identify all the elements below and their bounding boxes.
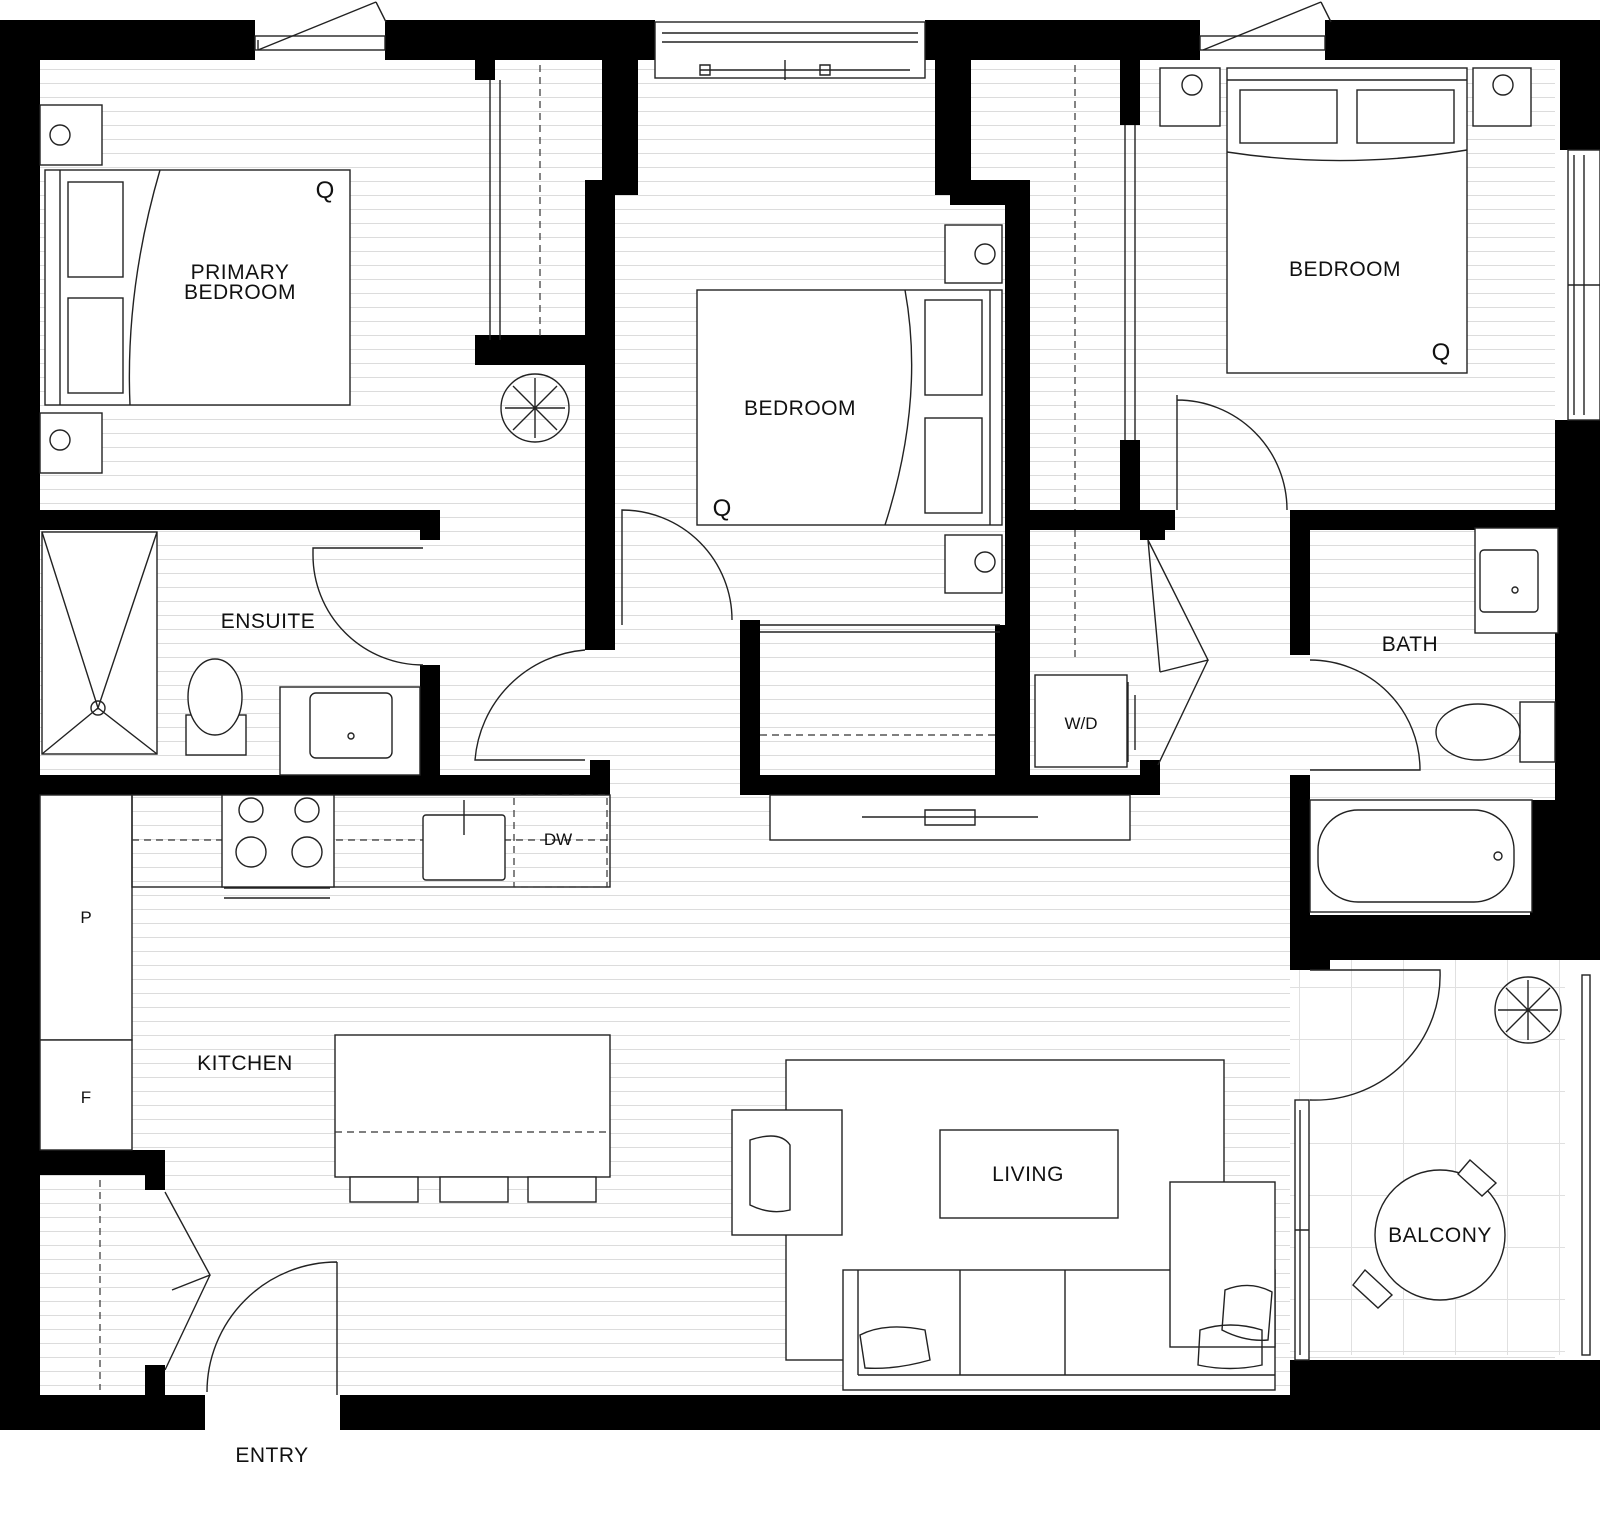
toilet xyxy=(187,658,243,736)
primary-closet-slider xyxy=(489,80,501,340)
fridge xyxy=(39,1039,133,1151)
coffee-table xyxy=(939,1129,1119,1219)
queen-bed-mark: Q xyxy=(1432,339,1451,366)
bedroom-hall-door[interactable] xyxy=(474,649,586,761)
doors xyxy=(99,65,1441,1395)
vanity xyxy=(1474,527,1559,634)
nightstand xyxy=(944,534,1003,594)
right-bedroom-furniture xyxy=(1159,67,1532,374)
balcony-furniture xyxy=(1352,974,1591,1356)
right-closet-slider xyxy=(1124,125,1136,440)
nightstand xyxy=(944,224,1003,284)
bar-stool xyxy=(439,1176,509,1203)
nightstand xyxy=(39,104,103,166)
queen-bed-mark: Q xyxy=(713,495,732,522)
laundry xyxy=(1034,674,1136,768)
ensuite-fixtures xyxy=(41,531,421,776)
vanity xyxy=(279,686,421,776)
pantry-label: P xyxy=(80,908,91,927)
nightstand xyxy=(1472,67,1532,127)
bar-stool xyxy=(527,1176,597,1203)
shower xyxy=(41,531,158,755)
nightstand xyxy=(39,412,103,474)
dishwasher xyxy=(513,794,608,888)
kitchen-fixtures xyxy=(39,794,611,1203)
primary-bedroom-furniture xyxy=(39,104,570,474)
toilet xyxy=(1435,703,1521,761)
washer-dryer-label: W/D xyxy=(1064,714,1097,733)
plant-icon xyxy=(1494,976,1562,1044)
plant-icon xyxy=(500,373,570,443)
bathtub xyxy=(1309,799,1533,913)
right-bedroom-door[interactable] xyxy=(1176,395,1288,511)
dishwasher-label: DW xyxy=(544,830,572,849)
bedroom-door[interactable] xyxy=(621,509,733,625)
kitchen-island xyxy=(334,1034,611,1178)
primary-bedroom-label-line2: BEDROOM xyxy=(184,281,296,304)
windows xyxy=(254,1,1600,1361)
bedroom-right-label: BEDROOM xyxy=(1289,258,1401,281)
washer-dryer xyxy=(1034,674,1128,768)
pantry xyxy=(39,794,133,1041)
balcony-chair xyxy=(1457,1159,1498,1197)
laundry-bifold-door[interactable] xyxy=(1147,539,1210,766)
fridge-label: F xyxy=(81,1088,91,1107)
ensuite-label: ENSUITE xyxy=(221,610,316,633)
entry-door[interactable] xyxy=(206,1261,338,1395)
bath-door[interactable] xyxy=(1309,659,1421,771)
toilet-tank xyxy=(1519,701,1556,763)
entry-label: ENTRY xyxy=(235,1444,308,1467)
balcony-chair xyxy=(1352,1268,1394,1309)
center-bedroom-furniture xyxy=(696,224,1003,594)
closet-bifold-door[interactable] xyxy=(164,1191,211,1371)
bath-fixtures xyxy=(1309,527,1559,913)
living-label: LIVING xyxy=(992,1163,1064,1186)
counter xyxy=(131,794,611,888)
balcony-door[interactable] xyxy=(1309,969,1441,1101)
bedroom-center-label: BEDROOM xyxy=(744,397,856,420)
nightstand xyxy=(1159,67,1221,127)
balcony-label: BALCONY xyxy=(1388,1224,1492,1247)
bath-label: BATH xyxy=(1382,633,1438,656)
primary-bedroom-label-line1: PRIMARY xyxy=(191,261,290,284)
room-labels: PRIMARY BEDROOM Q BEDROOM Q BEDROOM Q EN… xyxy=(80,177,1492,1467)
ensuite-door[interactable] xyxy=(312,547,424,666)
kitchen-label: KITCHEN xyxy=(197,1052,293,1075)
living-furniture xyxy=(731,794,1276,1391)
balcony-table xyxy=(1374,1169,1506,1301)
walls xyxy=(0,20,1600,1430)
center-closet-slider xyxy=(760,624,1000,633)
armchair xyxy=(731,1109,843,1236)
queen-bed-mark: Q xyxy=(316,177,335,204)
bar-stool xyxy=(349,1176,419,1203)
